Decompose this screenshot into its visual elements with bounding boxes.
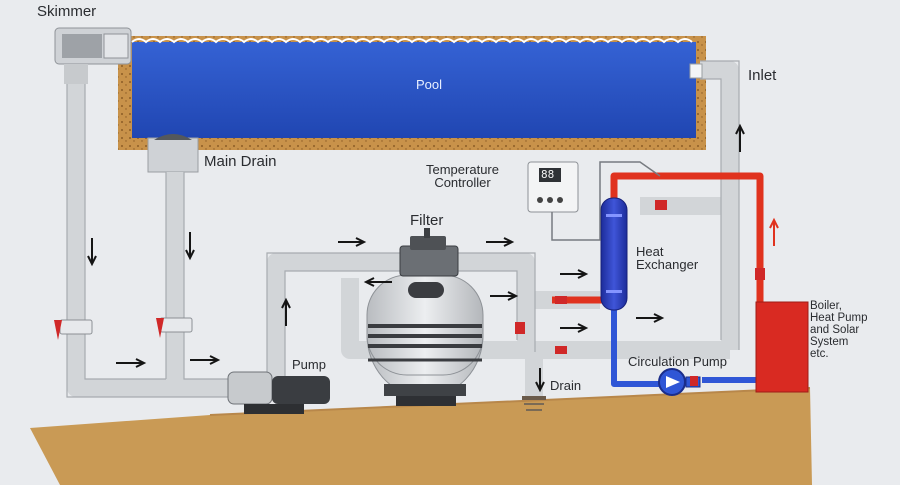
heat-exchanger <box>600 197 628 311</box>
circulation-pump-label: Circulation Pump <box>628 354 727 369</box>
pool-label: Pool <box>416 77 443 92</box>
inlet-label: Inlet <box>748 67 777 84</box>
temperature-controller-label: Temperature Controller <box>426 162 499 190</box>
multiport-valve <box>399 228 459 277</box>
pump-label: Pump <box>292 357 326 372</box>
controller-display: 88 <box>541 168 555 181</box>
hot-flow-arrow <box>769 217 779 246</box>
pool-water <box>132 42 696 138</box>
flow-arrows <box>87 123 745 393</box>
temperature-controller <box>527 161 661 241</box>
pool <box>118 36 706 150</box>
filter-tank <box>366 272 484 406</box>
ground <box>30 388 812 485</box>
boiler <box>755 301 809 393</box>
drain-outlet <box>522 396 546 411</box>
main-drain-label: Main Drain <box>204 153 277 170</box>
drain-label: Drain <box>550 378 582 393</box>
valves <box>54 200 765 386</box>
main-drain <box>147 134 199 173</box>
filter-pump <box>227 371 330 414</box>
heat-exchanger-label: Heat Exchanger <box>636 244 699 272</box>
skimmer-label: Skimmer <box>37 3 97 20</box>
circulation-pump <box>658 368 701 396</box>
filter-label: Filter <box>410 212 444 229</box>
boiler-label: Boiler, Heat Pump and Solar System etc. <box>810 300 868 360</box>
skimmer <box>54 27 132 84</box>
